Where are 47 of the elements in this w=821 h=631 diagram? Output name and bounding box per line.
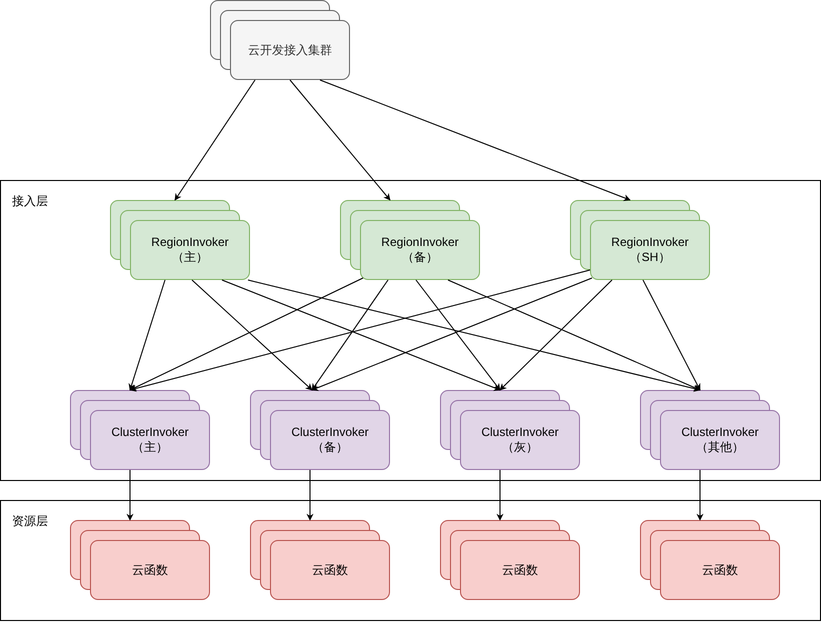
layer-label: 接入层 bbox=[12, 193, 48, 210]
arrow bbox=[496, 470, 504, 521]
arrow bbox=[222, 280, 501, 391]
arrow bbox=[311, 278, 592, 391]
stacked-box bbox=[440, 390, 580, 470]
box-label: 云函数 bbox=[501, 562, 539, 578]
stacked-box bbox=[340, 200, 480, 280]
arrow bbox=[126, 470, 134, 521]
box-label: 云函数 bbox=[131, 562, 169, 578]
box-label: ClusterInvoker （其他） bbox=[680, 425, 760, 455]
box-label: 云函数 bbox=[701, 562, 739, 578]
box-label: RegionInvoker （SH） bbox=[610, 235, 690, 265]
box-label: RegionInvoker （备） bbox=[380, 235, 460, 265]
arrow bbox=[448, 280, 701, 391]
stacked-box bbox=[110, 200, 250, 280]
stacked-box bbox=[440, 520, 580, 600]
stacked-box bbox=[70, 390, 210, 470]
arrow bbox=[128, 280, 166, 391]
arrow bbox=[174, 80, 256, 201]
arrow bbox=[320, 80, 631, 201]
box-label: RegionInvoker （主） bbox=[150, 235, 230, 265]
arrow bbox=[129, 278, 364, 390]
arrow bbox=[306, 470, 314, 521]
stacked-box bbox=[640, 390, 780, 470]
stacked-box bbox=[250, 390, 390, 470]
stacked-box bbox=[210, 0, 350, 80]
layer-label: 资源层 bbox=[12, 513, 48, 530]
layer-band bbox=[0, 180, 821, 481]
stacked-box bbox=[250, 520, 390, 600]
box-label: 云开发接入集群 bbox=[247, 42, 333, 58]
box-label: ClusterInvoker （灰） bbox=[480, 425, 560, 455]
arrow bbox=[696, 470, 704, 521]
box-label: 云函数 bbox=[311, 562, 349, 578]
arrow bbox=[290, 80, 390, 201]
box-label: ClusterInvoker （主） bbox=[110, 425, 190, 455]
arrow bbox=[500, 280, 612, 390]
arrow bbox=[248, 280, 701, 392]
stacked-box bbox=[640, 520, 780, 600]
arrow bbox=[192, 280, 313, 390]
stacked-box bbox=[70, 520, 210, 600]
stacked-box bbox=[570, 200, 710, 280]
arrow bbox=[416, 280, 500, 391]
arrow bbox=[129, 270, 590, 392]
arrow bbox=[642, 280, 700, 391]
arrow bbox=[312, 280, 388, 391]
box-label: ClusterInvoker （备） bbox=[290, 425, 370, 455]
layer-band bbox=[0, 500, 821, 621]
